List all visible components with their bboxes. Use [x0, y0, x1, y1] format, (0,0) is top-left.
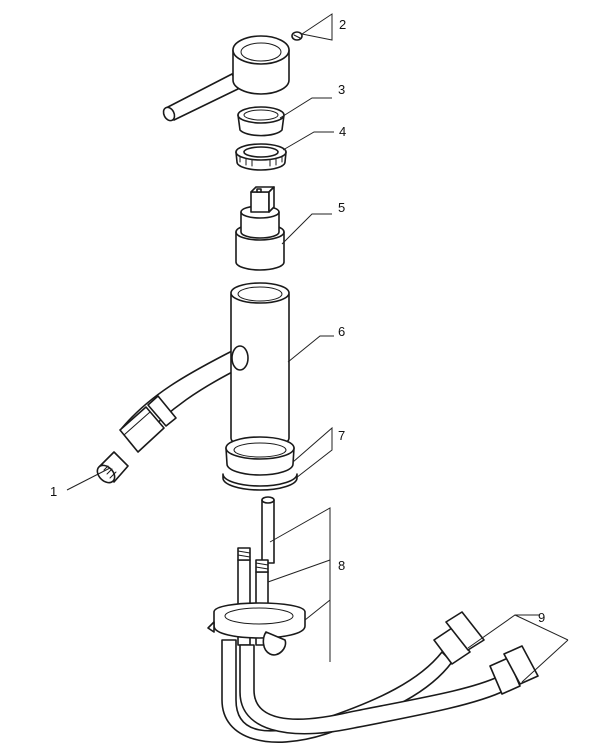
callout-1: 1: [50, 484, 57, 499]
part-9-flex-hoses: [221, 611, 539, 743]
part-4-lock-nut: [235, 143, 287, 171]
part-5-cartridge: [235, 186, 285, 271]
part-1-aerator: [96, 451, 129, 484]
callout-9: 9: [538, 610, 545, 625]
part-2-handle: [162, 35, 290, 122]
part-2-set-screw: [291, 31, 303, 41]
callout-6: 6: [338, 324, 345, 339]
callout-4: 4: [339, 124, 346, 139]
part-6-body: [119, 282, 290, 453]
callout-5: 5: [338, 200, 345, 215]
callout-7: 7: [338, 428, 345, 443]
part-3-cap-ring: [237, 106, 285, 137]
leader-lines: [66, 13, 569, 683]
callout-2: 2: [339, 17, 346, 32]
part-8-mounting-set: [207, 496, 306, 656]
part-7-base-ring: [222, 436, 298, 491]
callout-3: 3: [338, 82, 345, 97]
callout-8: 8: [338, 558, 345, 573]
